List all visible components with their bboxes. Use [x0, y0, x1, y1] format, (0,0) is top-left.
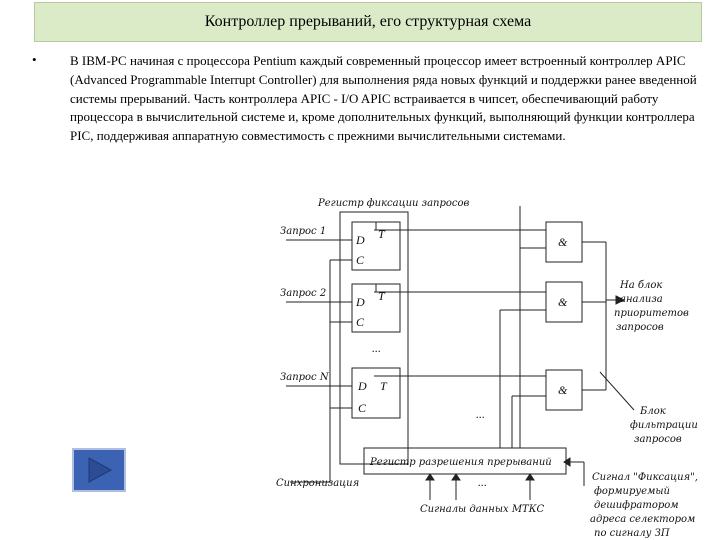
- enable-register-label: Регистр разрешения прерываний: [369, 457, 552, 468]
- label-request-1: Запрос 1: [280, 226, 326, 237]
- fix-signal-5: по сигналу ЗП: [594, 528, 670, 539]
- output-label-4: запросов: [616, 322, 664, 333]
- output-label-2: анализа: [620, 294, 663, 305]
- ellipsis-flipflops: ...: [372, 341, 381, 355]
- fix-signal-3: дешифратором: [594, 500, 679, 511]
- bullet-marker: •: [32, 52, 37, 67]
- filter-label-1: Блок: [639, 406, 666, 417]
- output-label-3: приоритетов: [614, 308, 689, 319]
- and-gate-1-label: &: [558, 235, 568, 249]
- ffn-d: D: [357, 379, 367, 393]
- and-gate-n-label: &: [558, 383, 568, 397]
- flipflop-n: [351, 367, 401, 419]
- ff1-t: T: [378, 227, 386, 241]
- ff1-c: C: [356, 253, 365, 267]
- fix-signal-4: адреса селектором: [590, 514, 695, 525]
- request-register-box: [339, 211, 409, 465]
- ff2-t: T: [378, 289, 386, 303]
- ffn-t: T: [380, 379, 388, 393]
- ellipsis-gates: ...: [476, 407, 485, 421]
- slide-title: Контроллер прерываний, его структурная с…: [204, 13, 532, 30]
- output-label-1: На блок: [619, 280, 662, 291]
- ff1-d: D: [355, 233, 365, 247]
- ffn-c: C: [358, 401, 367, 415]
- fix-signal-2: формируемый: [594, 486, 670, 497]
- slide-title-bar: Контроллер прерываний, его структурная с…: [34, 2, 702, 42]
- mtks-signals-label: Сигналы данных МТКС: [420, 504, 544, 515]
- ff2-d: D: [355, 295, 365, 309]
- label-request-n: Запрос N: [280, 372, 330, 383]
- filter-label-3: запросов: [634, 434, 682, 445]
- label-request-register: Регистр фиксации запросов: [317, 198, 470, 209]
- fix-signal-1: Сигнал "Фиксация",: [592, 472, 698, 483]
- ellipsis-inputs: ...: [478, 475, 487, 489]
- bullet-paragraph: В IBM-PC начиная с процессора Pentium ка…: [70, 53, 697, 144]
- and-gate-2-label: &: [558, 295, 568, 309]
- filter-label-2: фильтрации: [630, 420, 698, 431]
- sync-label: Синхронизация: [276, 478, 359, 489]
- next-slide-button[interactable]: [72, 448, 126, 492]
- ff2-c: C: [356, 315, 365, 329]
- label-request-2: Запрос 2: [280, 288, 326, 299]
- play-triangle-icon: [88, 457, 113, 483]
